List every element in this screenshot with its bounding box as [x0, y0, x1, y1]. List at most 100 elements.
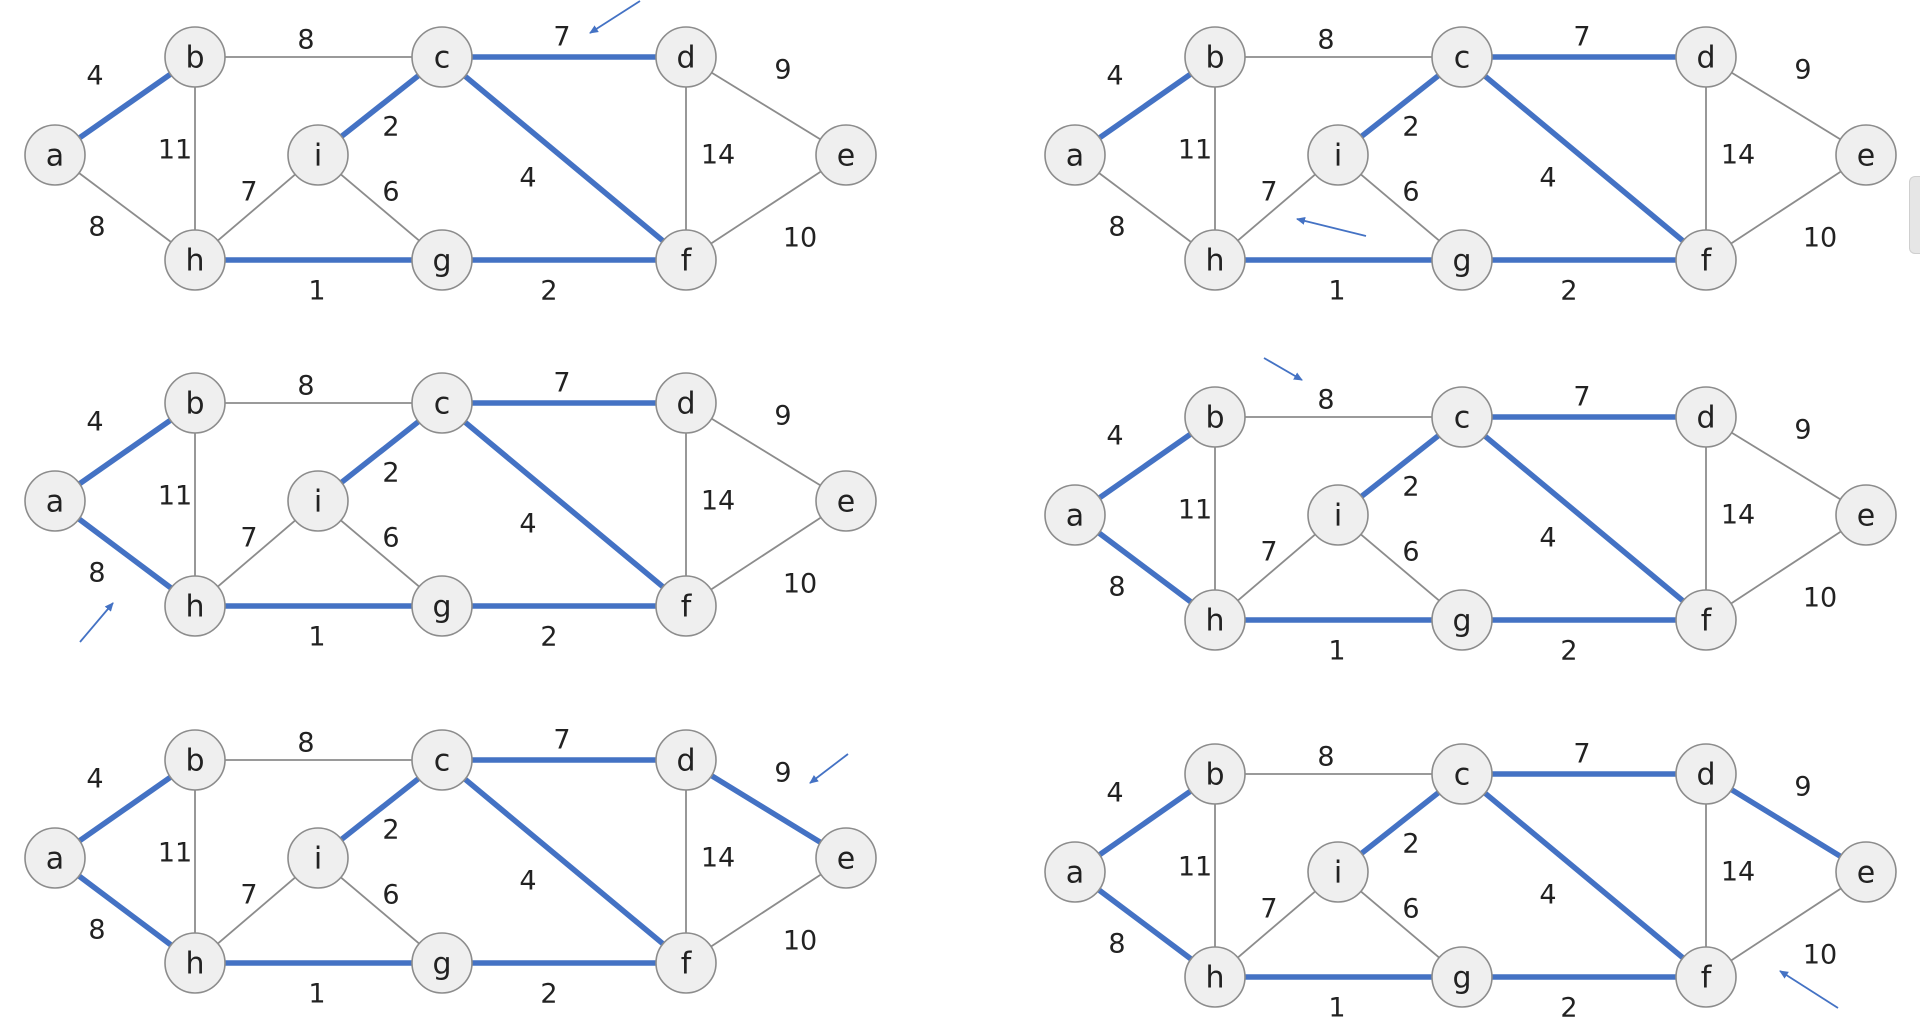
edge-c-i-highlighted: [1359, 73, 1441, 139]
scrollbar-handle[interactable]: [1909, 176, 1920, 254]
weight-label-g-i: 6: [382, 523, 399, 554]
edge-d-e: [711, 417, 821, 487]
pointer-arrow-icon: [79, 602, 114, 643]
weight-label-d-e: 9: [774, 401, 791, 432]
weight-label-b-h: 11: [1178, 852, 1212, 883]
node-circle-c: [1431, 386, 1493, 448]
weight-label-h-i: 7: [1260, 894, 1277, 925]
node-circle-c: [411, 372, 473, 434]
weight-label-h-i: 7: [1260, 537, 1277, 568]
edge-h-i: [217, 173, 296, 242]
weight-label-f-g: 2: [1560, 993, 1577, 1021]
node-label-f: f: [1701, 961, 1713, 996]
weight-label-b-c: 8: [1317, 385, 1334, 416]
node-g: g: [411, 575, 473, 637]
node-e: e: [815, 470, 877, 532]
weight-label-c-i: 2: [382, 815, 399, 846]
pointer-arrow-icon: [809, 753, 849, 784]
edge-g-i: [340, 519, 420, 588]
node-circle-f: [1675, 229, 1737, 291]
node-circle-g: [411, 932, 473, 994]
weight-label-g-h: 1: [1328, 636, 1345, 667]
edge-a-h: [1098, 172, 1192, 243]
weight-label-d-f: 14: [1721, 857, 1755, 888]
weight-label-c-f: 4: [519, 163, 536, 194]
node-circle-b: [1184, 26, 1246, 88]
node-h: h: [1184, 946, 1246, 1008]
node-label-c: c: [1454, 401, 1471, 436]
edge-e-f: [1730, 887, 1842, 962]
node-c: c: [411, 372, 473, 434]
node-g: g: [1431, 946, 1493, 1008]
weight-label-c-i: 2: [1402, 112, 1419, 143]
weight-label-c-f: 4: [1539, 163, 1556, 194]
node-e: e: [815, 827, 877, 889]
node-d: d: [1675, 743, 1737, 805]
node-label-c: c: [434, 41, 451, 76]
node-d: d: [655, 372, 717, 434]
node-circle-i: [1307, 484, 1369, 546]
weight-label-b-c: 8: [1317, 742, 1334, 773]
node-circle-a: [24, 470, 86, 532]
weight-label-a-b: 4: [86, 61, 103, 92]
weight-label-f-g: 2: [540, 622, 557, 653]
weight-label-g-h: 1: [308, 979, 325, 1010]
node-circle-g: [1431, 229, 1493, 291]
node-i: i: [1307, 841, 1369, 903]
weight-label-c-f: 4: [1539, 880, 1556, 911]
weight-label-e-f: 10: [1803, 223, 1837, 254]
node-label-a: a: [46, 842, 64, 877]
weight-label-a-h: 8: [88, 915, 105, 946]
weight-label-f-g: 2: [1560, 636, 1577, 667]
weight-label-d-e: 9: [1794, 415, 1811, 446]
weight-label-b-h: 11: [158, 135, 192, 166]
node-g: g: [1431, 229, 1493, 291]
node-i: i: [287, 470, 349, 532]
weight-label-d-e: 9: [774, 758, 791, 789]
node-circle-b: [164, 372, 226, 434]
node-label-c: c: [434, 387, 451, 422]
node-b: b: [164, 26, 226, 88]
node-g: g: [411, 229, 473, 291]
weight-label-a-h: 8: [1108, 929, 1125, 960]
node-circle-c: [1431, 743, 1493, 805]
node-circle-g: [411, 575, 473, 637]
weight-label-a-b: 4: [1106, 421, 1123, 452]
edge-g-i: [340, 876, 420, 945]
node-e: e: [1835, 484, 1897, 546]
node-label-i: i: [1334, 139, 1342, 174]
node-h: h: [164, 932, 226, 994]
edge-d-e: [711, 71, 821, 141]
node-label-e: e: [1857, 856, 1875, 891]
weight-label-g-i: 6: [1402, 537, 1419, 568]
weight-label-a-h: 8: [88, 558, 105, 589]
weight-label-d-f: 14: [1721, 140, 1755, 171]
node-circle-g: [1431, 946, 1493, 1008]
weight-label-a-b: 4: [1106, 61, 1123, 92]
node-b: b: [1184, 26, 1246, 88]
node-d: d: [655, 729, 717, 791]
weight-label-d-e: 9: [774, 55, 791, 86]
weight-label-h-i: 7: [240, 523, 257, 554]
node-circle-b: [164, 26, 226, 88]
node-circle-i: [287, 470, 349, 532]
node-label-f: f: [1701, 604, 1713, 639]
node-label-e: e: [1857, 139, 1875, 174]
edge-d-e-highlighted: [1730, 787, 1842, 859]
node-e: e: [815, 124, 877, 186]
node-circle-a: [24, 827, 86, 889]
node-circle-d: [1675, 26, 1737, 88]
edge-h-i: [1237, 890, 1316, 959]
node-a: a: [24, 827, 86, 889]
node-circle-c: [1431, 26, 1493, 88]
node-label-h: h: [1205, 604, 1224, 639]
edge-c-f-highlighted: [463, 777, 665, 946]
edge-c-i-highlighted: [1359, 790, 1441, 856]
node-label-i: i: [314, 485, 322, 520]
node-label-a: a: [46, 485, 64, 520]
weight-label-f-g: 2: [540, 276, 557, 307]
node-label-b: b: [185, 387, 204, 422]
node-label-c: c: [1454, 758, 1471, 793]
